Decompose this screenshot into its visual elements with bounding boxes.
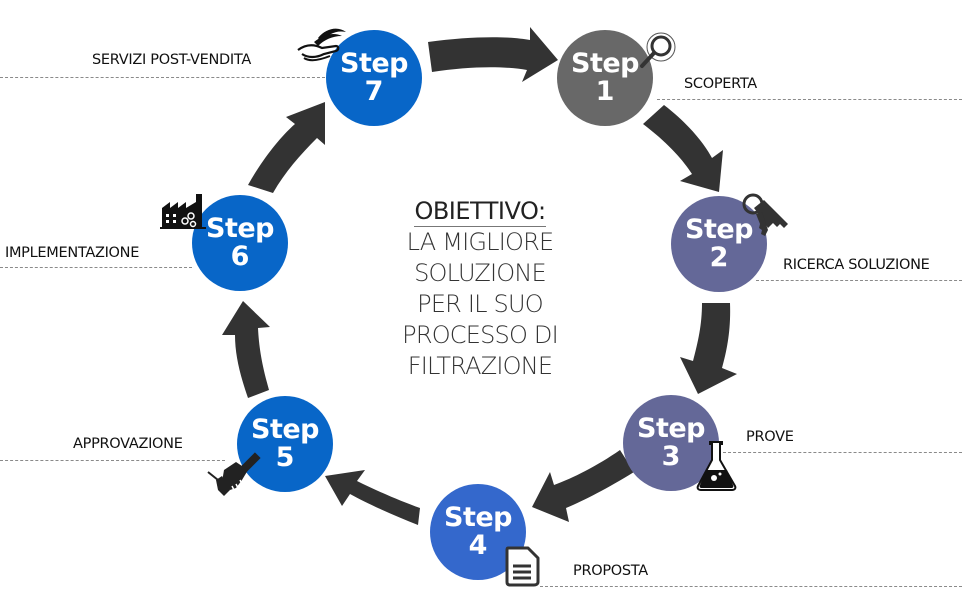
step-1-word: Step [571, 48, 640, 79]
step-3-number: 3 [661, 441, 681, 472]
step-4-word: Step [444, 502, 513, 533]
step2-label: RICERCA SOLUZIONE [783, 257, 930, 273]
objective-line-4: PROCESSO DI [402, 321, 559, 349]
arrow-step7-to-step1 [428, 27, 558, 82]
step-4-number: 4 [468, 530, 488, 561]
factory-icon [160, 194, 206, 229]
step-6-word: Step [206, 213, 275, 244]
step-1-number: 1 [595, 76, 615, 107]
arrow-step1-to-step2 [643, 105, 723, 192]
objective-line-2: SOLUZIONE [414, 259, 547, 287]
step-7-number: 7 [364, 76, 384, 107]
step1-label: SCOPERTA [684, 76, 757, 92]
objective-heading: OBIETTIVO: [414, 197, 546, 227]
objective-line-1: LA MIGLIORE [406, 228, 555, 256]
leader-line-step1 [657, 99, 962, 100]
objective-line-5: FILTRAZIONE [407, 352, 553, 380]
handshake-icon [207, 452, 261, 496]
leader-line-step5 [0, 460, 225, 461]
keys-icon [742, 193, 788, 236]
document-icon [505, 546, 540, 587]
leader-line-step7 [0, 77, 325, 78]
arrow-step2-to-step3 [680, 303, 737, 394]
step-6-circle: Step 6 [192, 195, 288, 291]
arrow-step4-to-step5 [325, 470, 420, 525]
flask-icon [696, 441, 737, 491]
objective-text-block: OBIETTIVO: LA MIGLIORE SOLUZIONE PER IL … [380, 196, 580, 382]
step-3-word: Step [637, 413, 706, 444]
step-2-number: 2 [709, 242, 729, 273]
step5-label: APPROVAZIONE [73, 436, 183, 452]
step-7-circle: Step 7 [326, 30, 422, 126]
step-5-number: 5 [275, 442, 295, 473]
step-1-circle: Step 1 [557, 30, 653, 126]
leader-line-step4 [540, 586, 962, 587]
step-2-word: Step [685, 214, 754, 245]
step3-label: PROVE [746, 429, 794, 445]
leader-line-step3 [723, 452, 962, 453]
arrow-step6-to-step7 [248, 102, 325, 193]
arrow-step5-to-step6 [222, 301, 270, 398]
arrow-step3-to-step4 [532, 450, 634, 522]
leader-line-step2 [756, 280, 962, 281]
step-5-circle: Step 5 [237, 396, 333, 492]
step6-label: IMPLEMENTAZIONE [5, 245, 140, 261]
step-4-circle: Step 4 [430, 484, 526, 580]
step-7-word: Step [340, 48, 409, 79]
magnifier-icon [640, 32, 676, 68]
leader-line-step6 [0, 267, 192, 268]
step-6-number: 6 [230, 241, 250, 272]
step7-label: SERVIZI POST-VENDITA [92, 52, 251, 68]
objective-line-3: PER IL SUO [417, 290, 544, 318]
step-5-word: Step [251, 414, 320, 445]
step4-label: PROPOSTA [573, 563, 648, 579]
hand-water-icon [297, 28, 346, 62]
